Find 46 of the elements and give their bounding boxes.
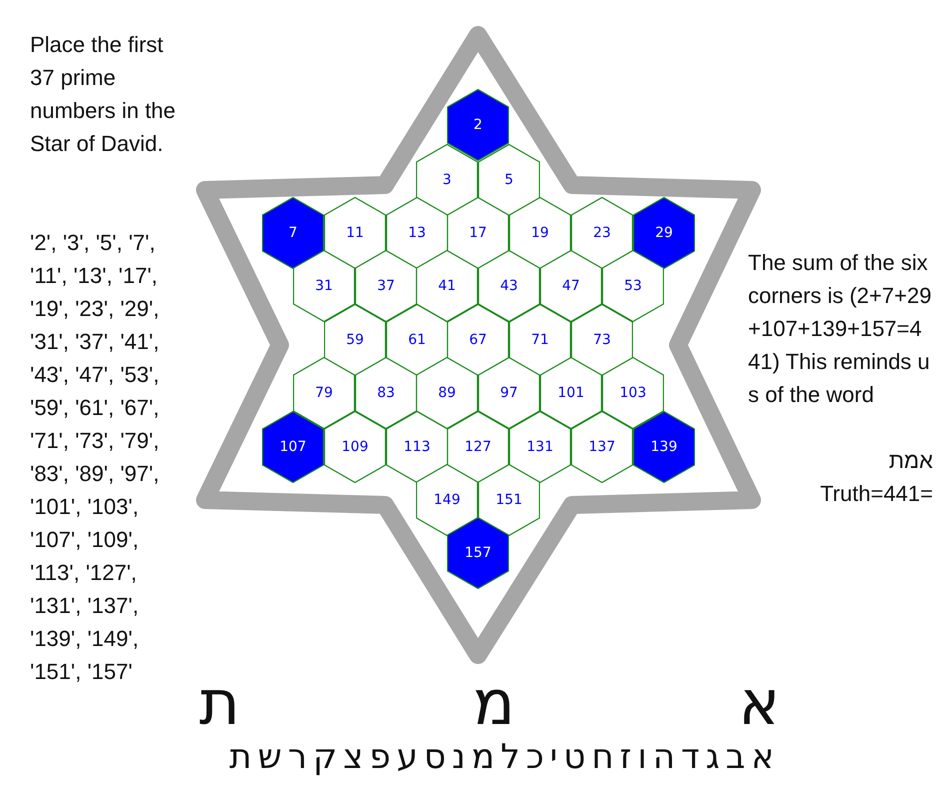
cell-number: 5 xyxy=(504,171,514,189)
prime-list: '2', '3', '5', '7', '11', '13', '17', '19', '23', '29', '31', '37', '41', '43', '47', '53', '59', '61', '67', '71', '73', '79', '83', '89', '97', '101', '103', '107', '109', '113', '127', '131', '137', '139', '149', '151', '157' xyxy=(30,226,190,688)
cell-number: 73 xyxy=(592,331,612,349)
hebrew-letter: מ xyxy=(472,668,515,738)
cell-number: 149 xyxy=(432,491,462,509)
cell-number: 151 xyxy=(494,491,524,509)
cell-number: 113 xyxy=(402,438,432,456)
cell-number: 43 xyxy=(499,277,519,295)
cell-number: 53 xyxy=(623,277,643,295)
cell-number: 107 xyxy=(278,438,308,456)
truth-equation: Truth=441= xyxy=(819,480,933,508)
cell-number: 37 xyxy=(376,277,396,295)
cell-number: 109 xyxy=(340,438,370,456)
cell-number: 79 xyxy=(314,384,334,402)
cell-number: 103 xyxy=(618,384,648,402)
cell-number: 13 xyxy=(407,224,427,242)
instruction-text: Place the first 37 prime numbers in the Star of David. xyxy=(30,31,177,158)
cell-number: 71 xyxy=(530,331,550,349)
cell-number: 17 xyxy=(468,224,488,242)
hebrew-word: אמת xyxy=(888,447,933,475)
cell-number: 2 xyxy=(472,116,484,134)
cell-number: 83 xyxy=(376,384,396,402)
cell-number: 41 xyxy=(437,277,457,295)
cell-number: 7 xyxy=(288,224,298,242)
cell-number: 61 xyxy=(407,331,427,349)
hebrew-letter: ת xyxy=(198,668,240,738)
cell-number: 67 xyxy=(468,331,488,349)
sum-note: The sum of the six corners is (2+7+29+107+139+157=441) This reminds us of the word xyxy=(748,249,932,409)
cell-number: 31 xyxy=(314,277,334,295)
cell-number: 97 xyxy=(499,384,519,402)
cell-number: 23 xyxy=(592,224,612,242)
hebrew-alphabet: אבגדהוזחטיכלמנסעפצקרשת xyxy=(228,736,780,779)
cell-number: 29 xyxy=(654,224,674,242)
cell-number: 3 xyxy=(442,171,452,189)
hebrew-letter: א xyxy=(738,668,780,738)
cell-number: 11 xyxy=(345,224,365,242)
cell-number: 19 xyxy=(530,224,550,242)
cell-number: 101 xyxy=(556,384,586,402)
cell-number: 127 xyxy=(464,438,492,456)
cell-number: 137 xyxy=(588,438,616,456)
cell-number: 131 xyxy=(526,438,554,456)
cell-number: 89 xyxy=(437,384,457,402)
cell-number: 157 xyxy=(464,544,492,562)
cell-number: 47 xyxy=(561,277,581,295)
cell-number: 139 xyxy=(650,438,678,456)
cell-number: 59 xyxy=(345,331,365,349)
